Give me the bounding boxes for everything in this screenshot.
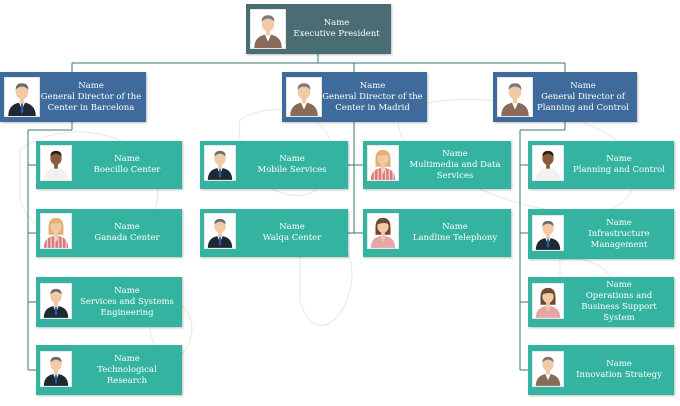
node-ganada-center[interactable]: Name Ganada Center — [36, 209, 182, 257]
avatar — [532, 283, 564, 319]
avatar — [40, 213, 72, 249]
avatar — [532, 145, 564, 181]
node-multimedia-data-services[interactable]: Name Multimedia and Data Services — [363, 141, 511, 189]
node-role: Walqa Center — [262, 233, 322, 243]
node-boecillo-center[interactable]: Name Boecillo Center — [36, 141, 182, 189]
avatar — [286, 77, 322, 117]
avatar — [532, 351, 564, 387]
node-name: Name — [323, 18, 350, 28]
avatar — [40, 283, 72, 319]
man-dark-suit-icon — [205, 146, 235, 180]
man-dark-suit-icon — [205, 214, 235, 248]
node-role: Innovation Strategy — [576, 370, 662, 380]
node-director-madrid[interactable]: Name General Director of the Center in M… — [282, 72, 427, 122]
node-role: Infrastructure Management — [588, 228, 650, 250]
node-role: Multimedia and Data Services — [409, 159, 501, 181]
node-name: Name — [606, 359, 632, 369]
avatar — [4, 77, 40, 117]
node-innovation-strategy[interactable]: Name Innovation Strategy — [528, 345, 674, 395]
man-dark-suit-icon — [41, 352, 71, 386]
node-name: Name — [114, 154, 140, 164]
node-executive-president[interactable]: Name Executive President — [246, 4, 391, 54]
avatar — [367, 145, 399, 181]
node-name: Name — [606, 154, 632, 164]
woman-pink-icon — [533, 284, 563, 318]
node-walqa-center[interactable]: Name Walqa Center — [200, 209, 348, 257]
node-role: Operations and Business Support System — [581, 291, 657, 323]
node-name: Name — [442, 222, 468, 232]
avatar — [250, 9, 286, 49]
man-dark-suit-icon — [5, 78, 39, 116]
node-technological-research[interactable]: Name Technological Research — [36, 345, 182, 395]
node-infrastructure-management[interactable]: Name Infrastructure Management — [528, 209, 674, 259]
node-name: Name — [606, 280, 632, 290]
node-name: Name — [442, 148, 468, 159]
man-brown-suit-icon — [251, 10, 285, 48]
node-name: Name — [78, 80, 104, 91]
node-role: Mobile Services — [257, 165, 327, 175]
node-role: Technological Research — [97, 364, 157, 386]
node-role: General Director of the Center in Madrid — [322, 91, 423, 113]
node-role: General Director of the Center in Barcel… — [40, 91, 142, 113]
avatar — [40, 145, 72, 181]
node-role: Boecillo Center — [93, 165, 161, 175]
woman-striped-icon — [368, 146, 398, 180]
node-role: Planning and Control — [573, 165, 665, 175]
woman-striped-icon — [41, 214, 71, 248]
man-white-shirt-icon — [41, 146, 71, 180]
man-dark-suit-icon — [41, 284, 71, 318]
node-services-systems-engineering[interactable]: Name Services and Systems Engineering — [36, 277, 182, 327]
node-operations-business-support[interactable]: Name Operations and Business Support Sys… — [528, 277, 674, 327]
man-brown-suit-icon — [498, 78, 532, 116]
node-mobile-services[interactable]: Name Mobile Services — [200, 141, 348, 189]
avatar — [204, 145, 236, 181]
avatar — [497, 77, 533, 117]
node-role: Services and Systems Engineering — [80, 296, 174, 318]
node-director-planning[interactable]: Name General Director of Planning and Co… — [493, 72, 637, 122]
node-name: Name — [570, 80, 596, 91]
node-director-barcelona[interactable]: Name General Director of the Center in B… — [0, 72, 146, 122]
node-name: Name — [606, 217, 632, 228]
node-role: Ganada Center — [94, 233, 160, 243]
node-planning-and-control[interactable]: Name Planning and Control — [528, 141, 674, 189]
avatar — [532, 215, 564, 251]
node-name: Name — [114, 222, 140, 232]
avatar — [204, 213, 236, 249]
avatar — [367, 213, 399, 249]
man-brown-suit-icon — [533, 352, 563, 386]
woman-pink-icon — [368, 214, 398, 248]
man-brown-suit-icon — [287, 78, 321, 116]
man-white-shirt-icon — [533, 146, 563, 180]
man-dark-suit-icon — [533, 216, 563, 250]
node-landline-telephony[interactable]: Name Landline Telephony — [363, 209, 511, 257]
node-name: Name — [279, 222, 305, 232]
node-name: Name — [114, 285, 140, 296]
node-role: Executive President — [293, 29, 380, 39]
node-name: Name — [114, 353, 140, 364]
avatar — [40, 351, 72, 387]
node-name: Name — [279, 154, 305, 164]
node-name: Name — [359, 80, 386, 91]
node-role: General Director of Planning and Control — [537, 91, 629, 113]
node-role: Landline Telephony — [412, 233, 498, 243]
